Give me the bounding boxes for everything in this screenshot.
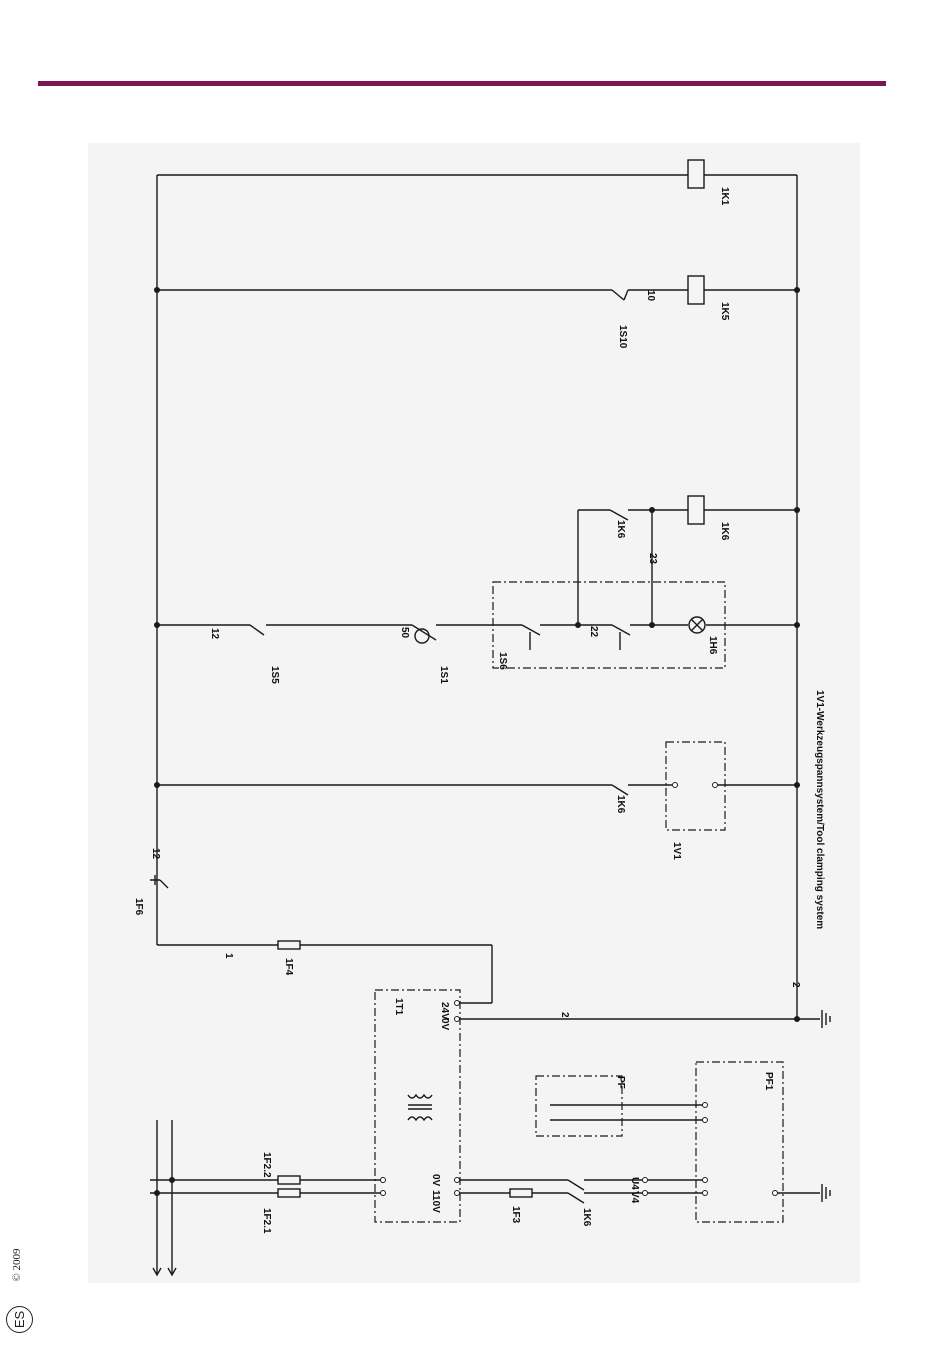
label-50: 50 xyxy=(399,627,410,639)
box-pf xyxy=(536,1076,622,1136)
label-2-sec: 2 xyxy=(559,1012,570,1018)
label-23: 23 xyxy=(647,553,658,565)
switch-1s6-b-icon xyxy=(612,625,630,650)
fuse-1f4-icon xyxy=(278,941,300,949)
coil-1k1-icon xyxy=(688,160,704,188)
label-22: 22 xyxy=(588,626,599,638)
label-1k6-v1: 1K6 xyxy=(615,795,626,814)
ground-icon xyxy=(822,1010,830,1028)
label-1f2-2: 1F2.2 xyxy=(261,1152,272,1178)
label-pf1: PF1 xyxy=(763,1072,774,1091)
switch-1s10-icon xyxy=(612,290,628,300)
label-1k6-main: 1K6 xyxy=(581,1208,592,1227)
coil-1k5-icon xyxy=(688,276,704,304)
switch-1s6-a-icon xyxy=(522,625,540,650)
transformer-winding-icon xyxy=(408,1095,432,1098)
label-0v-sec: 0V xyxy=(439,1018,450,1031)
label-1f4: 1F4 xyxy=(283,958,294,976)
switch-1s5-icon xyxy=(250,625,264,635)
label-10: 10 xyxy=(645,290,656,302)
label-1s5: 1S5 xyxy=(269,666,280,684)
label-1t1: 1T1 xyxy=(393,998,404,1016)
label-12-rung: 12 xyxy=(209,628,220,640)
fuse-1f3-icon xyxy=(510,1189,532,1197)
label-1s1: 1S1 xyxy=(438,666,449,684)
label-110v: 110V xyxy=(430,1190,441,1213)
contact-1k6-icon xyxy=(610,510,628,520)
breaker-1f6-icon xyxy=(150,875,168,888)
label-12-f6: 12 xyxy=(150,848,161,860)
label-1k5: 1K5 xyxy=(719,302,730,321)
label-0v-pri: 0V xyxy=(430,1174,441,1187)
language-badge-label: ES xyxy=(12,1311,27,1328)
label-1k6-contact: 1K6 xyxy=(615,520,626,539)
label-2-bus: 2 xyxy=(790,982,801,988)
diagram-title: 1V1-Werkzeugspannsystem/Tool clamping sy… xyxy=(814,690,825,929)
label-1k6-coil: 1K6 xyxy=(719,522,730,541)
fuse-1f2-2-icon xyxy=(278,1176,300,1184)
ground-icon xyxy=(822,1184,830,1202)
label-1h6: 1H6 xyxy=(707,636,718,655)
label-u4: U4 xyxy=(629,1177,640,1190)
coil-1k6-icon xyxy=(688,496,704,524)
contact-1k6-v1-icon xyxy=(612,785,628,795)
label-1f2-1: 1F2.1 xyxy=(261,1208,272,1234)
label-1k1: 1K1 xyxy=(719,187,730,206)
label-1v1: 1V1 xyxy=(671,842,682,860)
label-1s10: 1S10 xyxy=(617,325,628,349)
label-1f6: 1F6 xyxy=(133,898,144,916)
copyright-text: © 2009 xyxy=(11,1245,25,1285)
fuse-1f2-1-icon xyxy=(278,1189,300,1197)
language-badge: ES xyxy=(6,1306,33,1333)
contactor-1k6-main-icon xyxy=(568,1180,584,1203)
label-pf: PF xyxy=(615,1076,626,1089)
label-1: 1 xyxy=(223,953,234,959)
label-v4: V4 xyxy=(629,1191,640,1204)
label-1f3: 1F3 xyxy=(510,1206,521,1224)
label-1s6: 1S6 xyxy=(497,652,508,670)
